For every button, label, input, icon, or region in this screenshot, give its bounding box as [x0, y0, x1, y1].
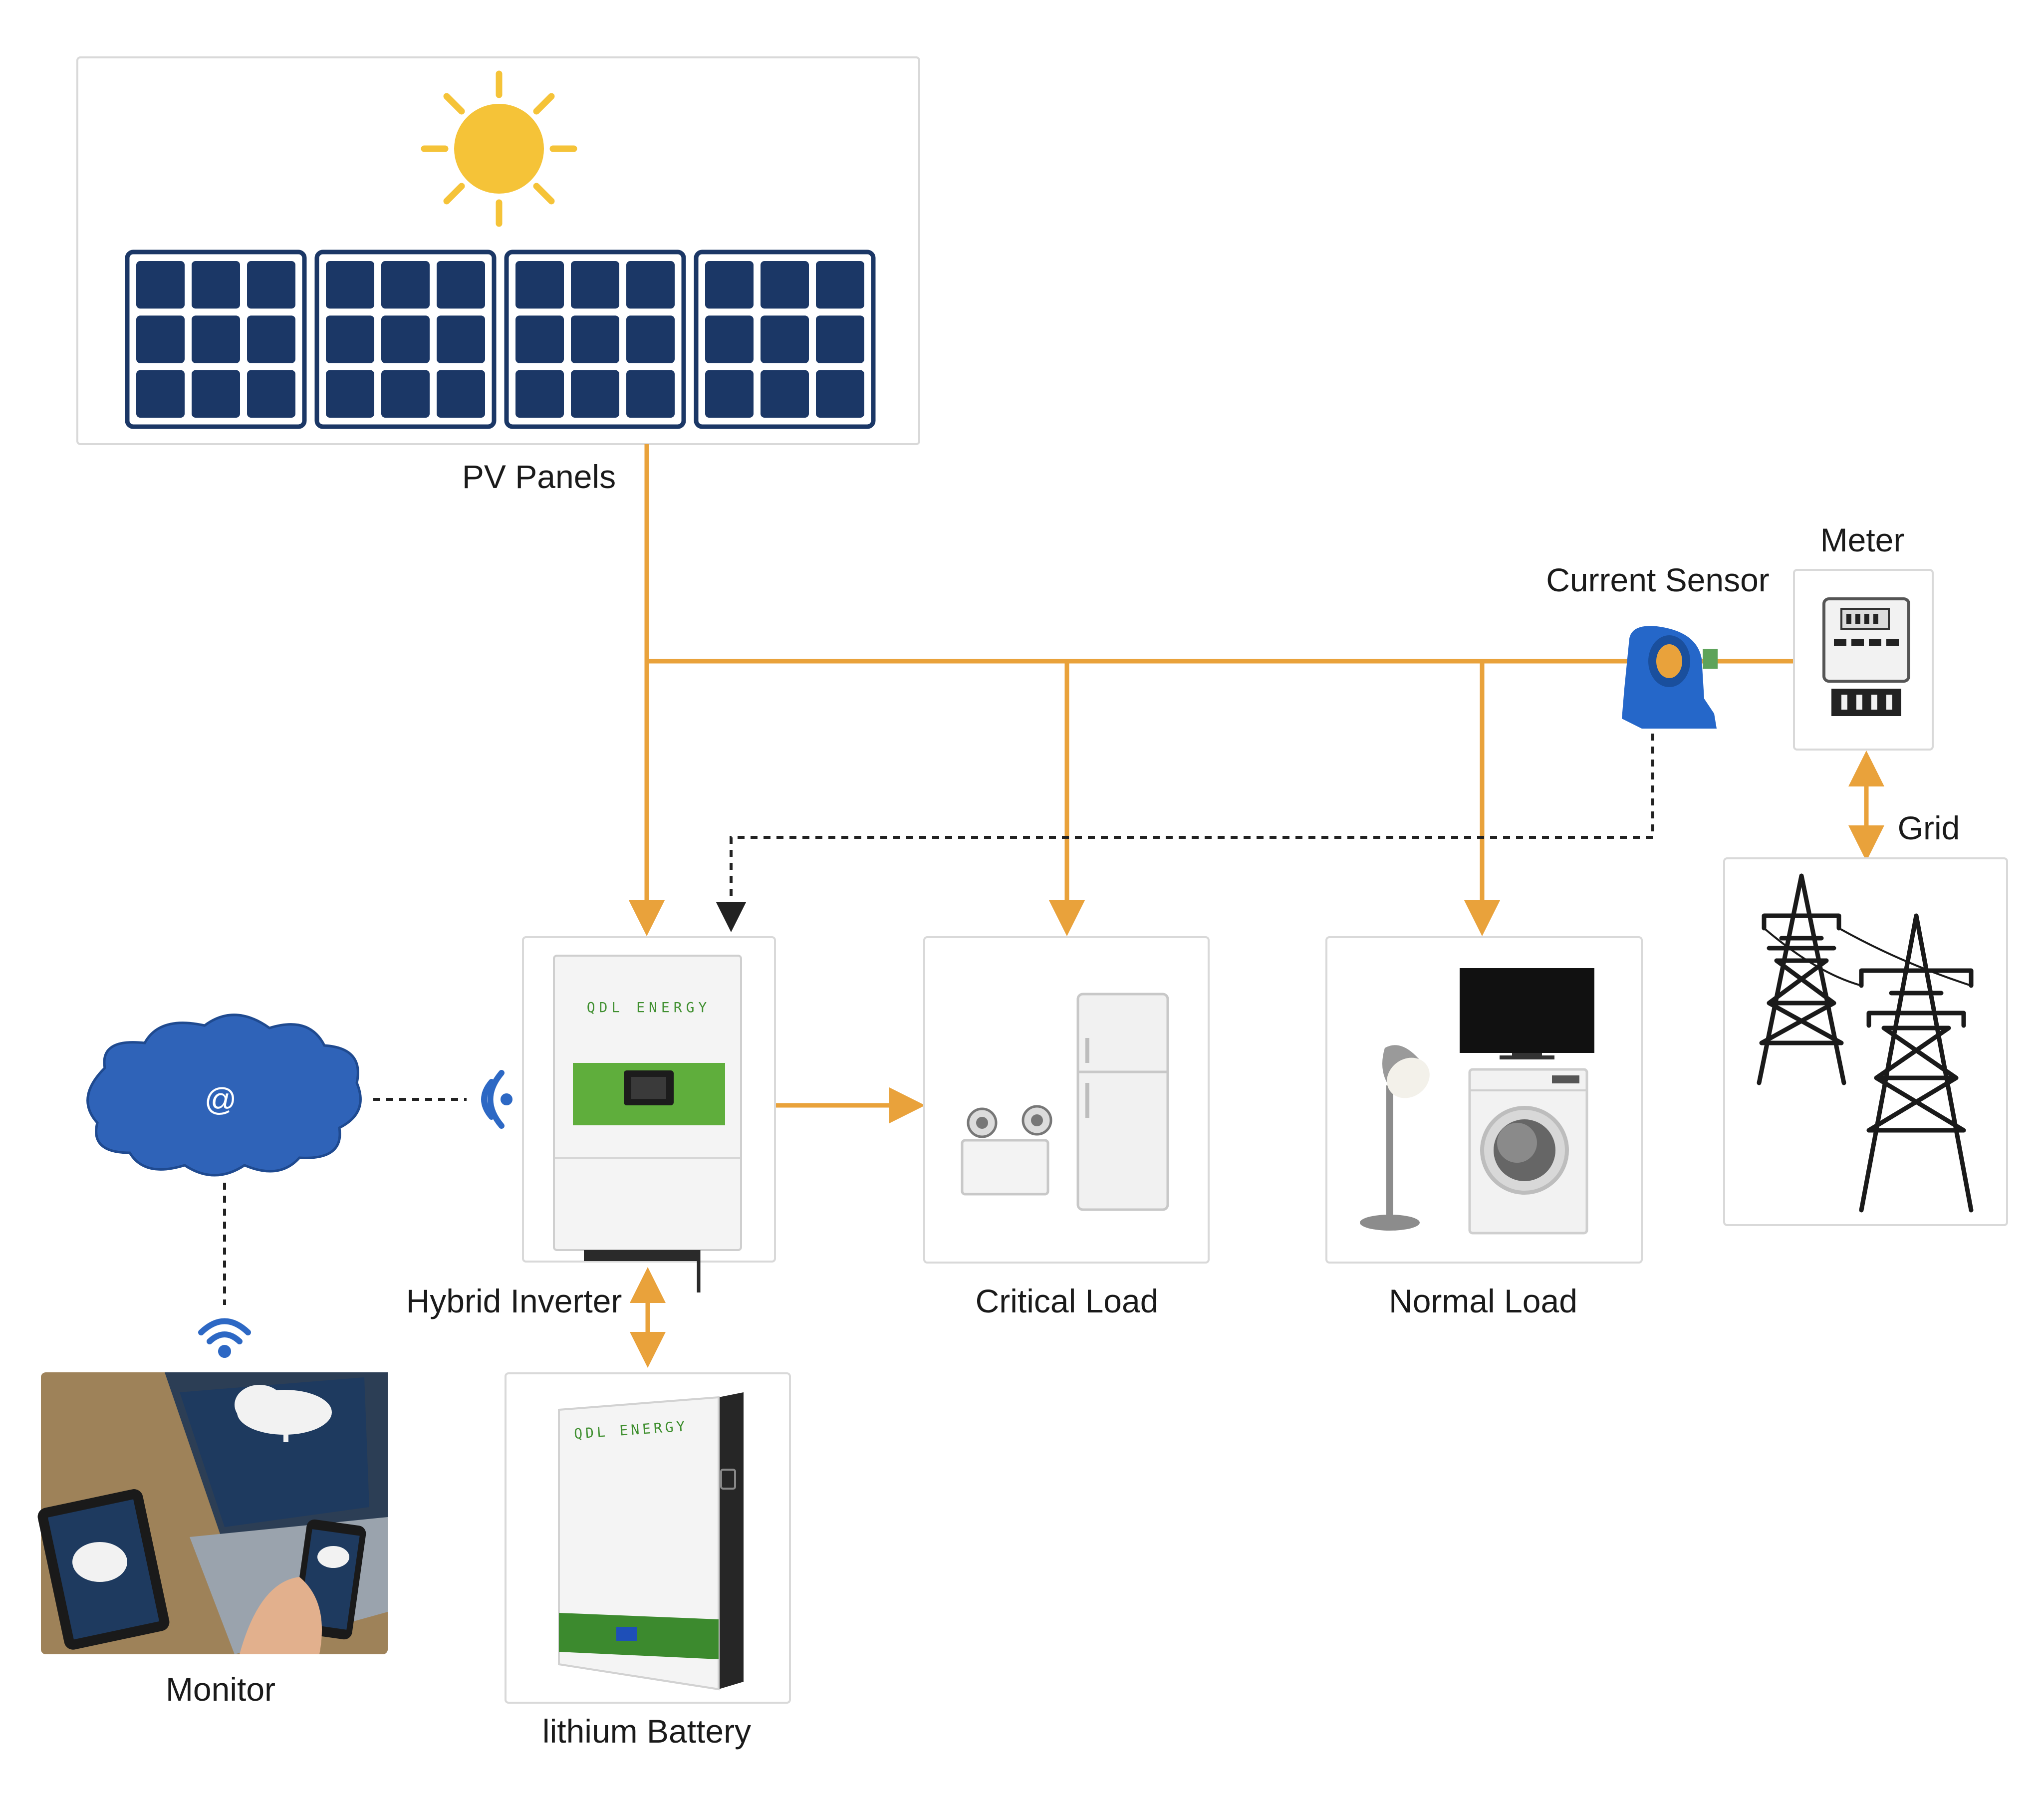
solar-cell [381, 315, 430, 363]
solar-cell [816, 261, 864, 309]
solar-panel-array [125, 250, 876, 429]
lithium-battery-node: QDL ENERGY lithium Battery [505, 1372, 791, 1750]
solar-cell [247, 261, 295, 309]
solar-cell [381, 370, 430, 418]
solar-cell [705, 370, 754, 418]
solar-cell [326, 315, 374, 363]
pv-panels-label: PV Panels [462, 458, 616, 495]
cloud-node: @ [86, 1014, 362, 1177]
meter-node: Meter [1793, 521, 1934, 751]
solar-cell [571, 370, 619, 418]
lithium-battery-label: lithium Battery [542, 1713, 751, 1750]
inverter-icon: QDL ENERGY [553, 955, 742, 1292]
solar-cell [571, 261, 619, 309]
solar-cell [192, 370, 240, 418]
solar-cell [705, 261, 754, 309]
solar-panel-icon [504, 250, 686, 429]
tv-icon [1460, 968, 1594, 1059]
solar-panel-icon [314, 250, 497, 429]
solar-cell [515, 315, 564, 363]
solar-cell [515, 370, 564, 418]
emergency-light-icon [961, 1105, 1052, 1196]
solar-cell [705, 315, 754, 363]
solar-cell [192, 261, 240, 309]
monitor-node: Monitor [37, 1372, 388, 1708]
cloud-icon [86, 1014, 362, 1177]
solar-cell [437, 370, 485, 418]
battery-icon: QDL ENERGY [558, 1392, 744, 1691]
solar-cell [761, 315, 809, 363]
solar-cell [192, 315, 240, 363]
hybrid-inverter-node: QDL ENERGY Hybrid Inverter [406, 936, 776, 1319]
current-sensor-label: Current Sensor [1546, 561, 1770, 598]
solar-panel-icon [125, 250, 307, 429]
normal-load-label: Normal Load [1389, 1283, 1577, 1319]
normal-load-node: Normal Load [1325, 936, 1643, 1319]
critical-load-label: Critical Load [976, 1283, 1159, 1319]
current-sensor-icon [1622, 626, 1718, 729]
monitor-label: Monitor [166, 1671, 275, 1708]
solar-cell [381, 261, 430, 309]
solar-cell [816, 370, 864, 418]
solar-cell [247, 315, 295, 363]
wifi-icon [481, 1070, 512, 1129]
inverter-brand-text: QDL ENERGY [587, 999, 711, 1016]
solar-cell [761, 370, 809, 418]
solar-cell [626, 370, 675, 418]
cloud-at-symbol: @ [205, 1081, 237, 1117]
devices-icon [37, 1372, 388, 1654]
solar-cell [515, 261, 564, 309]
solar-cell [437, 261, 485, 309]
critical-load-node: Critical Load [923, 936, 1210, 1319]
hybrid-inverter-label: Hybrid Inverter [406, 1283, 622, 1319]
solar-cell [437, 315, 485, 363]
solar-cell [626, 261, 675, 309]
sensor-to-inverter-signal [716, 734, 1654, 932]
floor-lamp-icon [1360, 1045, 1430, 1231]
solar-cell [761, 261, 809, 309]
transmission-tower-icon [1757, 873, 1974, 1213]
signal-wiring [223, 734, 1654, 1305]
solar-cell [247, 370, 295, 418]
solar-cell [626, 315, 675, 363]
meter-icon [1822, 597, 1910, 716]
solar-cell [136, 261, 185, 309]
power-wiring [629, 444, 1884, 1368]
solar-cell [136, 315, 185, 363]
solar-cell [816, 315, 864, 363]
solar-cell [326, 370, 374, 418]
current-sensor-node: Current Sensor [1546, 561, 1770, 729]
sun-icon [421, 70, 577, 227]
meter-label: Meter [1820, 521, 1905, 558]
solar-cell [326, 261, 374, 309]
grid-label: Grid [1898, 809, 1960, 846]
fridge-icon [1076, 993, 1169, 1211]
solar-panel-icon [694, 250, 876, 429]
pv-panels-node: PV Panels [76, 56, 920, 495]
washing-machine-icon [1468, 1068, 1588, 1235]
solar-cell [571, 315, 619, 363]
solar-cell [136, 370, 185, 418]
wifi-icon [198, 1318, 251, 1358]
grid-node: Grid [1723, 809, 2008, 1226]
